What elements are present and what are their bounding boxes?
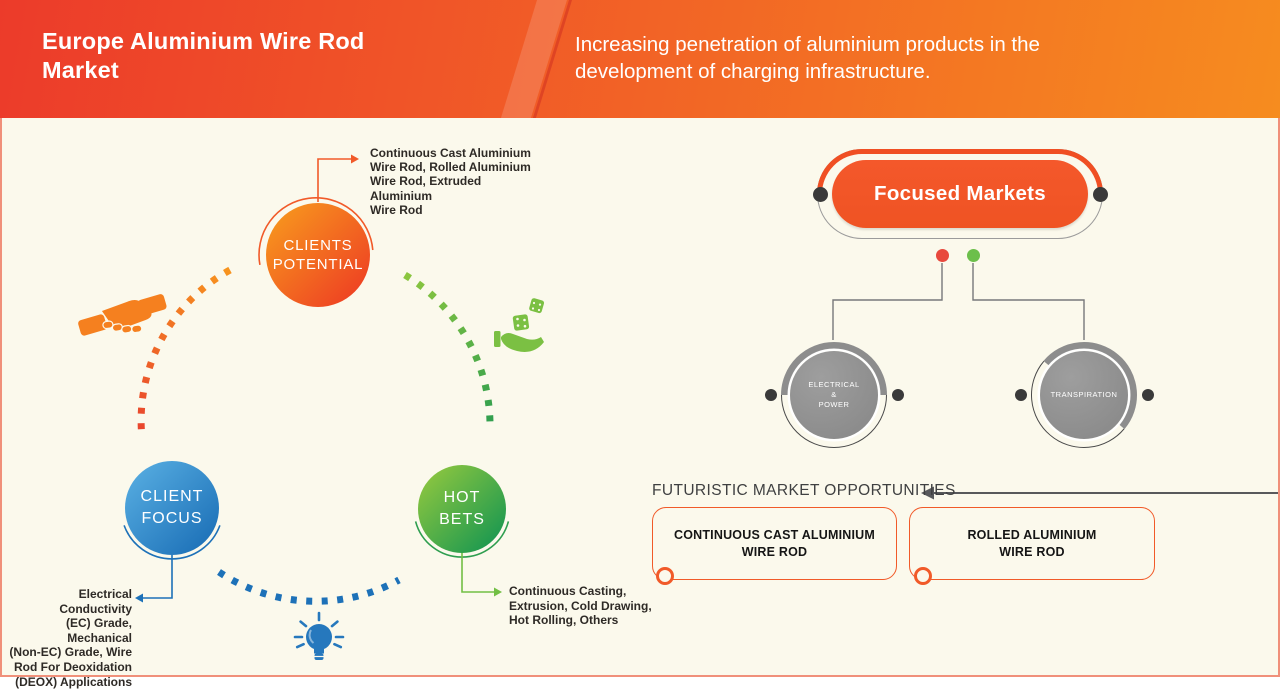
transpiration-right-dot — [1141, 389, 1154, 401]
clients-potential-annotation: Continuous Cast Aluminium Wire Rod, Roll… — [370, 146, 531, 217]
clients-potential-arrowhead — [351, 154, 359, 164]
client-focus-connector — [143, 555, 173, 599]
opportunity-ring-2 — [914, 567, 932, 585]
electrical-power-right-dot — [891, 389, 904, 401]
hot-bets-arrowhead — [494, 587, 502, 597]
infographic-body: CLIENTS POTENTIAL CLIENT FOCUS HOT BETS … — [0, 118, 1280, 689]
dotted-arc-orange — [137, 266, 232, 439]
dice-in-hand-icon — [494, 298, 545, 352]
transpiration-left-dot — [1014, 389, 1027, 401]
handshake-icon — [78, 294, 167, 336]
clients-potential-connector — [317, 158, 351, 202]
lightbulb-icon — [293, 611, 345, 660]
client-focus-arrowhead — [135, 593, 143, 603]
opportunities-heading: FUTURISTIC MARKET OPPORTUNITIES — [652, 482, 956, 499]
red-branch-dot — [935, 248, 949, 262]
market-circle-transpiration: TRANSPIRATION — [1040, 351, 1128, 439]
diagram-overlay — [78, 154, 1278, 660]
page-title: Europe Aluminium Wire Rod Market — [42, 28, 365, 83]
page-subtitle: Increasing penetration of aluminium prod… — [575, 33, 1040, 83]
node-client-focus: CLIENT FOCUS — [125, 461, 219, 555]
focused-markets-pill: Focused Markets — [832, 160, 1088, 228]
node-hot-bets: HOT BETS — [418, 465, 506, 553]
hot-bets-annotation: Continuous Casting, Extrusion, Cold Draw… — [509, 584, 652, 628]
market-tree-connectors — [832, 263, 1085, 340]
focused-right-dot — [1092, 186, 1108, 202]
opportunity-ring-1 — [656, 567, 674, 585]
clients-potential-arc — [258, 197, 374, 266]
electrical-power-left-dot — [764, 389, 777, 401]
opportunity-card-rolled: ROLLED ALUMINIUM WIRE ROD — [909, 507, 1155, 580]
hot-bets-connector — [461, 553, 494, 593]
header-banner: Europe Aluminium Wire Rod Market Increas… — [0, 0, 1280, 118]
client-focus-annotation: Electrical Conductivity (EC) Grade, Mech… — [9, 587, 132, 689]
dotted-arc-blue — [217, 569, 401, 605]
node-clients-potential: CLIENTS POTENTIAL — [266, 203, 370, 307]
dotted-arc-green — [403, 272, 494, 429]
opportunities-arrowhead — [921, 486, 934, 500]
market-circle-electrical-power: ELECTRICAL & POWER — [790, 351, 878, 439]
header-diagonal-stripe — [500, 0, 567, 118]
green-branch-dot — [966, 248, 980, 262]
focused-left-dot — [812, 186, 828, 202]
opportunity-card-continuous-cast: CONTINUOUS CAST ALUMINIUM WIRE ROD — [652, 507, 897, 580]
